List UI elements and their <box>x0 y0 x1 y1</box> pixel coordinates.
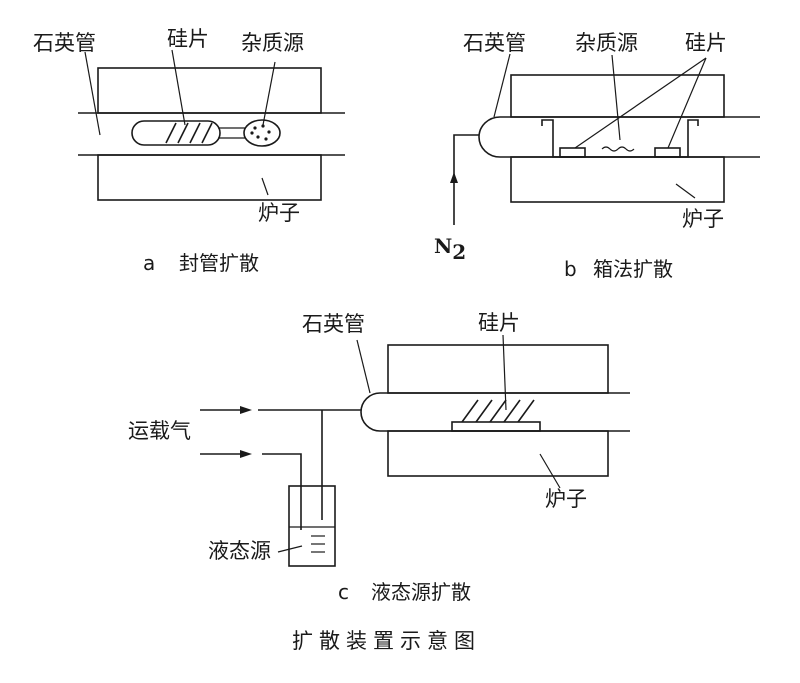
n2-flow-arrow <box>450 172 458 183</box>
label-b-furnace: 炉子 <box>682 207 724 231</box>
panel-a: 石英管 硅片 杂质源 炉子 a 封管扩散 <box>33 27 345 275</box>
label-c-furnace: 炉子 <box>545 487 587 511</box>
sealed-capsule <box>131 119 281 147</box>
caption-b: 箱法扩散 <box>593 257 673 281</box>
wafer-boat <box>451 421 541 432</box>
panel-b: 石英管 杂质源 硅片 炉子 N2 b 箱法扩散 <box>434 31 760 281</box>
furnace-a-bottom <box>97 154 322 201</box>
caption-a-letter: a <box>143 251 155 275</box>
label-a-quartz-tube: 石英管 <box>33 31 96 55</box>
caption-a: 封管扩散 <box>179 251 259 275</box>
label-a-furnace: 炉子 <box>258 201 300 225</box>
quartz-tube-b <box>478 116 760 158</box>
caption-c: 液态源扩散 <box>371 580 471 604</box>
label-b-impurity-source: 杂质源 <box>575 31 638 55</box>
label-a-wafer: 硅片 <box>167 27 209 51</box>
impurity-source-b <box>601 146 635 152</box>
furnace-c-top <box>387 344 609 394</box>
label-c-quartz-tube: 石英管 <box>302 312 365 336</box>
caption-b-letter: b <box>564 257 577 281</box>
panel-c: 石英管 硅片 运载气 炉子 液态源 c 液态源扩散 <box>128 311 630 604</box>
wafer-b-right <box>654 147 681 158</box>
caption-c-letter: c <box>338 580 349 604</box>
liquid-source-bottle <box>288 485 336 567</box>
n2-inlet-pipe <box>453 134 479 225</box>
label-b-wafer: 硅片 <box>685 31 727 55</box>
impurity-dots <box>250 124 271 141</box>
quartz-tube-c <box>360 392 630 432</box>
wafer-b-left <box>559 147 586 158</box>
diffusion-box <box>541 119 699 158</box>
liquid-lines <box>311 535 325 553</box>
label-c-wafer: 硅片 <box>478 311 520 335</box>
label-b-gas: N2 <box>434 234 466 264</box>
label-c-carrier-gas: 运载气 <box>128 419 191 443</box>
figure-title: 扩散装置示意图 <box>292 629 481 653</box>
label-c-liquid-source: 液态源 <box>208 539 271 563</box>
furnace-a-top <box>97 67 322 114</box>
wafer-hatching-c <box>461 399 535 423</box>
label-a-impurity-source: 杂质源 <box>241 31 304 55</box>
label-b-quartz-tube: 石英管 <box>463 31 526 55</box>
wafer-hatching-a <box>165 122 213 144</box>
furnace-c-bottom <box>387 430 609 477</box>
